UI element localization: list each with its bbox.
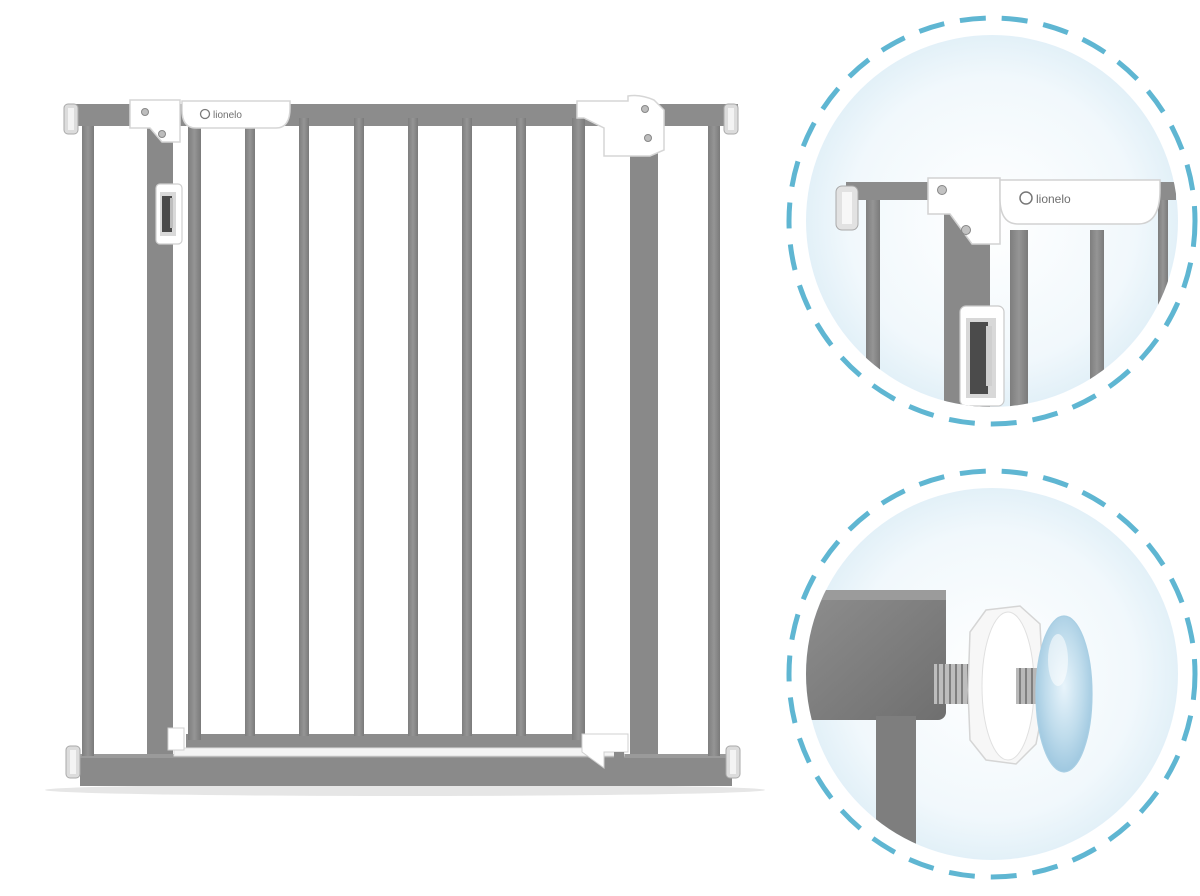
door-right-stile: [572, 118, 585, 740]
door-left-stile: [188, 118, 201, 740]
door-bottom-rail: [186, 734, 582, 748]
latch-closeup: lionelo: [786, 15, 1198, 427]
pressure-screw-bottom-right: [725, 745, 741, 779]
top-right-latch-bracket: [576, 94, 665, 157]
left-outer-post: [82, 126, 94, 756]
door-bars: [245, 118, 526, 736]
latch-mechanism: [155, 183, 183, 245]
bottom-hinge-cap: [167, 727, 185, 751]
right-outer-post: [708, 126, 720, 756]
top-left-hinge-bracket: [129, 99, 181, 143]
pressure-screw-top-right: [723, 103, 739, 135]
pressure-screw-closeup: [786, 468, 1198, 880]
dashed-circle-border-top: [786, 15, 1198, 427]
dashed-circle-border-bottom: [786, 468, 1198, 880]
lionelo-logo-icon: [199, 108, 211, 120]
gate-main-view: lionelo: [45, 94, 765, 796]
door-top-logo-cap: lionelo: [181, 100, 291, 129]
right-latch-post: [630, 152, 658, 754]
bottom-frame-bar: [80, 754, 732, 786]
brand-logo-text-closeup: lionelo: [1036, 192, 1071, 206]
pressure-screw-top-left: [63, 103, 79, 135]
bottom-latch-cap: [581, 733, 629, 769]
brand-logo-text: lionelo: [213, 110, 242, 121]
pressure-screw-bottom-left: [65, 745, 81, 779]
